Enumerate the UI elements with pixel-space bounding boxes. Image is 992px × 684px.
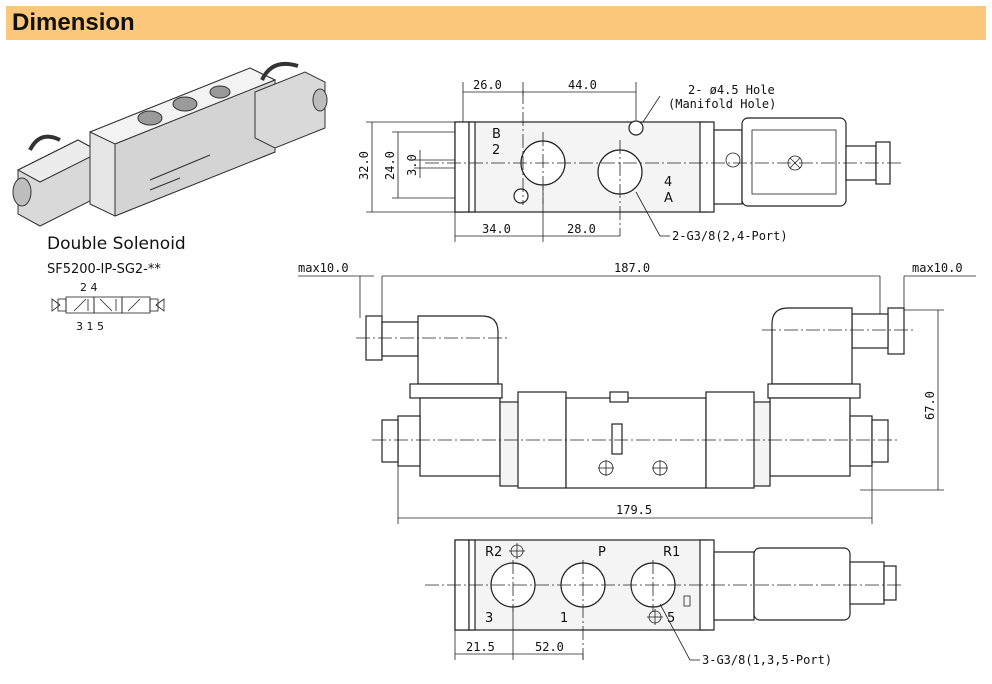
port-label-3: 3	[485, 611, 493, 626]
dim-187: 187.0	[614, 261, 650, 275]
port-label-r2: R2	[485, 545, 502, 560]
front-view-drawing	[298, 275, 976, 524]
port-label-r1: R1	[663, 545, 680, 560]
dim-44: 44.0	[568, 78, 597, 92]
dim-52: 52.0	[535, 640, 564, 654]
product-3d-image	[12, 61, 328, 227]
port-label-2: 2	[492, 143, 500, 158]
model-number: SF5200-IP-SG2-**	[47, 262, 161, 277]
dim-67: 67.0	[923, 391, 937, 420]
port-label-1: 1	[560, 611, 568, 626]
valve-symbol: 2 4 3 1 5	[51, 281, 165, 333]
header-bar: Dimension	[6, 6, 986, 40]
port-label-4: 4	[664, 175, 672, 190]
port-note-1-3-5: 3-G3/8(1,3,5-Port)	[702, 653, 832, 667]
dim-26: 26.0	[473, 78, 502, 92]
dim-24: 24.0	[383, 151, 397, 180]
hole-note-line-1: 2- ø4.5 Hole	[688, 83, 775, 97]
port-label-5: 5	[667, 611, 675, 626]
dim-max-right: max10.0	[912, 261, 963, 275]
dim-179-5: 179.5	[616, 503, 652, 517]
dim-28: 28.0	[567, 222, 596, 236]
symbol-top-ports: 2 4	[80, 281, 98, 294]
port-note-2-4: 2-G3/8(2,4-Port)	[672, 229, 788, 243]
page-title: Dimension	[12, 9, 135, 36]
symbol-bottom-ports: 3 1 5	[76, 320, 104, 333]
top-view-drawing	[366, 82, 902, 242]
dim-32: 32.0	[357, 151, 371, 180]
dim-21-5: 21.5	[466, 640, 495, 654]
dim-max-left: max10.0	[298, 261, 349, 275]
port-label-a: A	[664, 191, 673, 206]
hole-note-line-2: (Manifold Hole)	[668, 97, 776, 111]
product-type-label: Double Solenoid	[47, 234, 186, 254]
bottom-view-drawing	[425, 539, 902, 661]
port-label-b: B	[492, 127, 501, 142]
port-label-p: P	[598, 545, 606, 560]
dim-3: 3.0	[405, 154, 419, 176]
dim-34: 34.0	[482, 222, 511, 236]
